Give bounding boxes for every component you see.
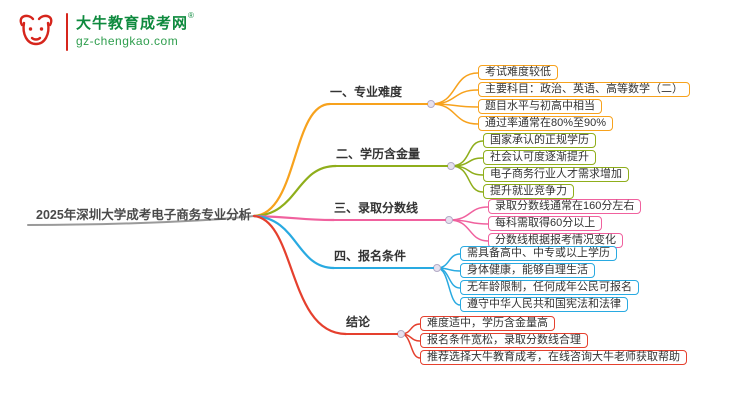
site-url[interactable]: gz-chengkao.com [76, 33, 179, 48]
leaf-node[interactable]: 题目水平与初高中相当 [478, 99, 602, 114]
branch-label-conclusion[interactable]: 结论 [346, 315, 398, 335]
branch-node-dot [397, 330, 405, 338]
leaf-node[interactable]: 主要科目：政治、英语、高等数学（二） [478, 82, 690, 97]
leaf-node[interactable]: 报名条件宽松，录取分数线合理 [420, 333, 588, 348]
leaf-node[interactable]: 国家承认的正规学历 [483, 133, 596, 148]
branch-label-requirements[interactable]: 四、报名条件 [334, 249, 434, 269]
leaf-node[interactable]: 提升就业竞争力 [483, 184, 574, 199]
site-name-text: 大牛教育成考网 [76, 15, 189, 33]
branch-node-dot [445, 216, 453, 224]
branch-5-connectors [252, 214, 421, 359]
leaf-node[interactable]: 录取分数线通常在160分左右 [488, 199, 642, 214]
branch-node-dot [433, 264, 441, 272]
leaf-node[interactable]: 难度适中，学历含金量高 [420, 316, 555, 331]
leaf-node[interactable]: 无年龄限制，任何成年公民可报名 [460, 280, 639, 295]
leaf-node[interactable]: 社会认可度逐渐提升 [483, 150, 596, 165]
logo-text-block: 大牛教育成考网® gz-chengkao.com [76, 11, 195, 49]
leaf-node[interactable]: 遵守中华人民共和国宪法和法律 [460, 297, 628, 312]
leaf-node[interactable]: 考试难度较低 [478, 65, 558, 80]
registered-mark: ® [188, 11, 195, 21]
site-logo[interactable]: 大牛教育成考网® gz-chengkao.com [14, 10, 195, 54]
bull-logo-icon [19, 14, 53, 46]
central-topic[interactable]: 2025年深圳大学成考电子商务专业分析 [36, 208, 252, 222]
logo-divider [66, 13, 68, 51]
leaf-node[interactable]: 身体健康，能够自理生活 [460, 263, 595, 278]
leaf-node[interactable]: 通过率通常在80%至90% [478, 116, 614, 131]
branch-label-degree-value[interactable]: 二、学历含金量 [336, 147, 448, 167]
site-name: 大牛教育成考网® [76, 11, 195, 34]
leaf-node[interactable]: 推荐选择大牛教育成考，在线咨询大牛老师获取帮助 [420, 350, 687, 365]
branch-node-dot [447, 162, 455, 170]
branch-label-admission-score[interactable]: 三、录取分数线 [334, 201, 446, 221]
leaf-node[interactable]: 需具备高中、中专或以上学历 [460, 246, 617, 261]
leaf-node[interactable]: 电子商务行业人才需求增加 [483, 167, 629, 182]
branch-label-difficulty[interactable]: 一、专业难度 [330, 85, 428, 105]
leaf-node[interactable]: 每科需取得60分以上 [488, 216, 603, 231]
branch-node-dot [427, 100, 435, 108]
